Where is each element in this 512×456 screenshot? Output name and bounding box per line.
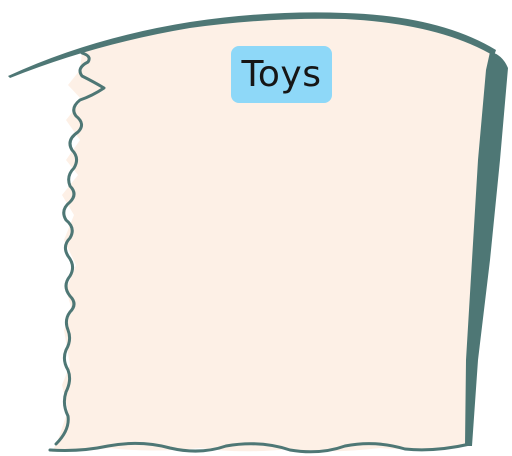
card-title: Toys [231, 46, 332, 103]
